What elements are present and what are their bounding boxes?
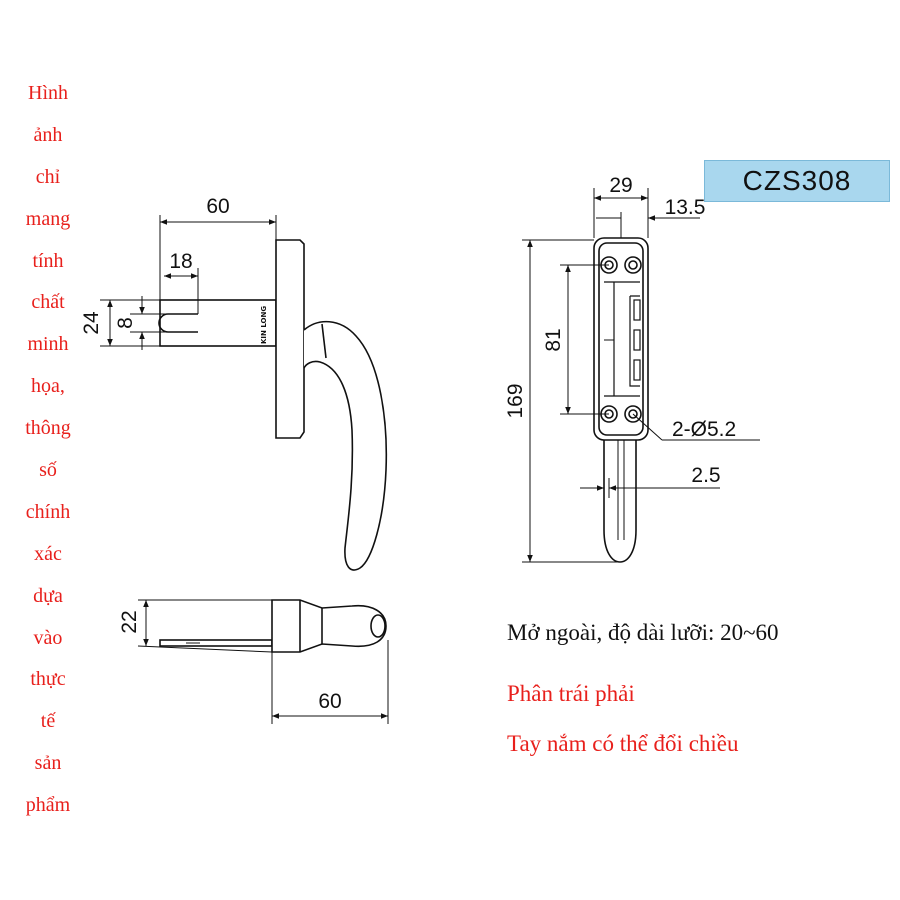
label-60-top: 60 bbox=[206, 195, 229, 218]
label-60-bottom: 60 bbox=[318, 690, 341, 713]
front-view bbox=[522, 188, 760, 563]
disclaimer-word: chất bbox=[31, 291, 65, 314]
front-lever bbox=[603, 438, 637, 563]
disclaimer-word: sản bbox=[34, 752, 62, 775]
dim-60-top bbox=[159, 215, 277, 300]
disclaimer-word: thông bbox=[25, 417, 71, 440]
disclaimer-word: tế bbox=[40, 710, 56, 733]
disclaimer-word: vào bbox=[33, 626, 63, 649]
bottom-view bbox=[137, 599, 389, 724]
disclaimer-word: xác bbox=[34, 542, 62, 565]
disclaimer-word: chỉ bbox=[35, 165, 61, 188]
label-24: 24 bbox=[80, 311, 103, 335]
dim-8 bbox=[130, 296, 168, 350]
disclaimer-word: tính bbox=[32, 249, 64, 272]
disclaimer-word: họa, bbox=[31, 375, 65, 398]
dim-18 bbox=[164, 268, 199, 314]
label-29: 29 bbox=[609, 174, 632, 197]
side-view bbox=[100, 215, 388, 571]
base-plate bbox=[275, 239, 305, 439]
label-81: 81 bbox=[542, 328, 565, 351]
disclaimer-word: phẩm bbox=[25, 794, 71, 817]
dim-24 bbox=[100, 299, 160, 347]
disclaimer-word: minh bbox=[27, 333, 69, 356]
label-169: 169 bbox=[504, 383, 527, 418]
note-left-right: Phân trái phải bbox=[507, 681, 635, 706]
dim-hole-leader bbox=[632, 413, 760, 441]
disclaimer-word: Hình bbox=[28, 82, 68, 104]
disclaimer-word: mang bbox=[25, 207, 71, 230]
label-18: 18 bbox=[169, 250, 192, 273]
label-holes: 2-Ø5.2 bbox=[672, 418, 736, 441]
dim-13-5 bbox=[596, 212, 700, 238]
dim-22 bbox=[137, 599, 273, 653]
label-22: 22 bbox=[118, 610, 141, 633]
model-code-badge: CZS308 bbox=[704, 160, 890, 202]
label-13-5: 13.5 bbox=[665, 196, 706, 219]
bottom-plate bbox=[159, 639, 273, 647]
disclaimer-word: chính bbox=[25, 500, 71, 523]
disclaimer-word: thực bbox=[30, 668, 66, 691]
label-2-5: 2.5 bbox=[691, 464, 720, 487]
label-8: 8 bbox=[114, 317, 137, 329]
disclaimer-word: số bbox=[39, 459, 57, 482]
dim-81 bbox=[560, 264, 609, 415]
dim-29 bbox=[593, 188, 649, 238]
bottom-handle bbox=[271, 599, 387, 653]
spindle-bar bbox=[159, 299, 277, 347]
disclaimer-text: Hình ảnh chỉ mang tính chất minh họa, thông số chí… bbox=[0, 78, 96, 832]
note-reversible: Tay nắm có thể đổi chiều bbox=[507, 731, 739, 756]
note-opening: Mở ngoài, độ dài lưỡi: 20~60 bbox=[507, 620, 779, 645]
handle-lever bbox=[303, 320, 388, 571]
dim-169 bbox=[522, 239, 620, 563]
dim-60-bottom bbox=[271, 640, 389, 724]
dim-2-5 bbox=[580, 478, 720, 498]
brand-mark: KIN LONG bbox=[260, 306, 268, 344]
disclaimer-word: dựa bbox=[33, 584, 63, 607]
disclaimer-word: ảnh bbox=[33, 123, 63, 146]
